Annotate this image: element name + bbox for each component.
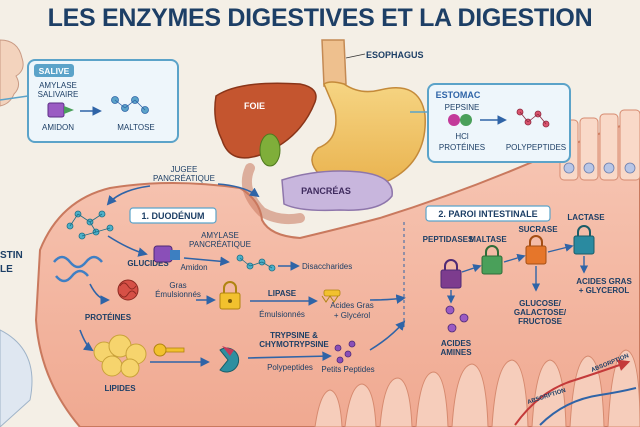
polypeptides-label: Polypeptides (267, 363, 313, 372)
amino-acids-line1: ACIDES (441, 339, 472, 348)
peptidase-lock-icon (440, 259, 462, 289)
juice-line1: JUGEE (171, 165, 198, 174)
bile-key-icon (153, 343, 185, 357)
sugars-line3: FRUCTOSE (518, 317, 563, 326)
amylase-enzyme-icon (153, 245, 180, 263)
protein-blob-icon (117, 279, 139, 301)
saliva-enzyme-line1: AMYLASE (39, 81, 77, 90)
body-outline (0, 329, 33, 427)
liver (214, 82, 317, 159)
saliva-box: SALIVE AMYLASE SALIVAIRE AMIDON MALTOSE (27, 59, 179, 143)
intestinal-wall-label-box (425, 205, 551, 222)
emulsionnes-label: Émulsionnés (259, 310, 305, 319)
stomach-substrate: PROTÉINES (439, 143, 485, 152)
lipid-droplets-icon (93, 334, 147, 378)
intestine-partial-label-2: LE (0, 264, 13, 275)
fatty-acids-line1: ACIDES GRAS (576, 277, 632, 286)
esophagus (321, 39, 347, 87)
liver-label: FOIE (244, 101, 265, 111)
gras-line2: Émulsionnés (155, 290, 201, 299)
small-peptides-icon (334, 340, 356, 364)
sugars-line1: GLUCOSE/ (519, 299, 562, 308)
disaccharide-molecule-icon (236, 254, 276, 272)
saliva-heading: SALIVE (39, 66, 70, 76)
face-profile (0, 39, 24, 107)
villi (314, 349, 640, 427)
blood-vessel-red (514, 359, 631, 426)
gras-line1: Gras (169, 281, 186, 290)
stomach (311, 81, 426, 189)
acides-gras-line2: + Glycérol (334, 311, 370, 320)
stomach-cofactor: HCl (455, 132, 469, 141)
lipides-label: LIPIDES (104, 384, 136, 393)
esophagus-label: ESOPHAGUS (366, 50, 424, 60)
maltase-lock-icon (481, 245, 503, 275)
page-title: LES ENZYMES DIGESTIVES ET LA DIGESTION (47, 4, 593, 32)
saliva-connector (0, 95, 29, 101)
maltose-molecule-icon (111, 96, 149, 114)
amylase-key-icon (47, 102, 65, 118)
saliva-product: MALTOSE (117, 123, 155, 132)
petits-peptides-label: Petits Peptides (321, 365, 374, 374)
stomach-box: ESTOMAC PEPSINE HCl PROTÉINES POLYPEPTID… (427, 83, 571, 163)
juice-arrow-left (106, 185, 151, 206)
amino-acids-icon (445, 305, 469, 333)
lipase-label: LIPASE (268, 289, 297, 298)
trypsin-enzyme-icon (219, 346, 240, 373)
juice-arrow-right (217, 183, 260, 198)
lipase-lock-icon (219, 281, 241, 310)
polypeptide-molecule-icon (516, 108, 550, 128)
amino-acids-line2: AMINES (440, 348, 472, 357)
amidon-label: Amidon (180, 263, 207, 272)
disaccharides-label: Disaccharides (302, 262, 352, 271)
peptidases-label: PEPTIDASES (423, 235, 474, 244)
pancreatic-amylase-line1: AMYLASE (201, 231, 239, 240)
intestinal-wall-label: 2. PAROI INTESTINALE (438, 209, 537, 219)
cell-nuclei (563, 162, 636, 174)
saliva-substrate: AMIDON (42, 123, 74, 132)
saliva-enzyme-line2: SALIVAIRE (38, 90, 79, 99)
duodenum-label: 1. DUODÉNUM (141, 211, 204, 221)
fatty-acids-line2: + GLYCEROL (579, 286, 630, 295)
protein-strand-icon (53, 255, 103, 283)
gallbladder (259, 133, 281, 167)
blood-vessel-blue (539, 387, 637, 426)
intestine-partial-label-1: STIN (0, 250, 23, 261)
juice-line2: PANCRÉATIQUE (153, 174, 215, 183)
trypsin-line2: CHYMOTRYPSINE (259, 340, 329, 349)
sugars-line2: GALACTOSE/ (514, 308, 567, 317)
pancreatic-amylase-line2: PANCRÉATIQUE (189, 240, 251, 249)
trypsin-line1: TRYPSINE & (270, 331, 318, 340)
glucides-label: GLUCIDES (127, 259, 169, 268)
fatty-acid-icon (321, 289, 341, 303)
sucrase-label: SUCRASE (518, 225, 558, 234)
stomach-enzyme: PEPSINE (445, 103, 480, 112)
lactase-lock-icon (573, 225, 595, 255)
sucrase-lock-icon (525, 235, 547, 265)
proteines-label: PROTÉINES (85, 313, 132, 322)
maltase-label: MALTASE (469, 235, 507, 244)
lactase-label: LACTASE (567, 213, 605, 222)
duodenum-loop (242, 163, 305, 225)
pancreas-label: PANCRÉAS (301, 186, 351, 196)
starch-cluster-icon (66, 210, 114, 240)
stomach-product: POLYPEPTIDES (506, 143, 566, 152)
stomach-heading: ESTOMAC (436, 90, 481, 100)
pancreas (281, 170, 393, 212)
duodenum-label-box (129, 207, 217, 224)
pepsin-icon (448, 114, 460, 126)
acides-gras-line1: Acides Gras (330, 301, 374, 310)
